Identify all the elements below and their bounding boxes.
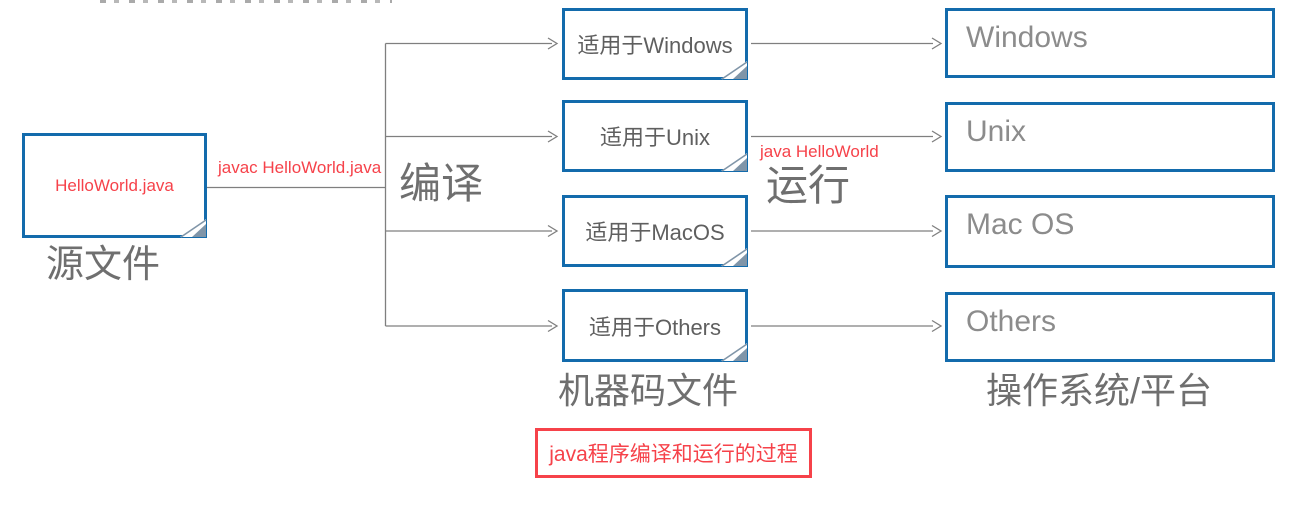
machine-code-node-windows: 适用于Windows: [562, 8, 748, 80]
machine-code-label: 适用于MacOS: [585, 220, 725, 245]
compile-command: javac HelloWorld.java: [218, 158, 382, 177]
platform-node-macos: Mac OS: [945, 195, 1275, 268]
source-file-node: HelloWorld.java: [22, 133, 207, 238]
folded-corner-icon: [721, 248, 748, 267]
platform-label: Mac OS: [966, 208, 1075, 241]
folded-corner-icon: [721, 343, 748, 362]
source-file-name: HelloWorld.java: [55, 175, 174, 195]
footer-note-box: java程序编译和运行的过程: [535, 428, 812, 478]
machine-code-node-unix: 适用于Unix: [562, 100, 748, 172]
run-label: 运行: [766, 162, 851, 209]
folded-corner-icon: [721, 61, 748, 80]
footer-note-text: java程序编译和运行的过程: [549, 443, 798, 466]
platform-label: Windows: [966, 21, 1088, 54]
platform-label: Unix: [966, 115, 1027, 148]
source-caption: 源文件: [46, 244, 161, 286]
machine-code-caption: 机器码文件: [558, 370, 739, 411]
platform-node-unix: Unix: [945, 102, 1275, 172]
machine-code-label: 适用于Windows: [577, 33, 733, 58]
machine-code-node-macos: 适用于MacOS: [562, 195, 748, 267]
compile-label: 编译: [399, 160, 484, 207]
machine-code-label: 适用于Others: [588, 314, 722, 340]
machine-code-node-others: 适用于Others: [562, 289, 748, 362]
folded-corner-icon: [721, 153, 748, 172]
platform-label: Others: [966, 305, 1057, 338]
clipped-heading-fragment: [100, 0, 392, 3]
platform-node-windows: Windows: [945, 8, 1275, 78]
platform-node-others: Others: [945, 292, 1275, 362]
run-command: java HelloWorld: [760, 142, 879, 161]
folded-corner-icon: [180, 219, 207, 238]
platforms-caption: 操作系统/平台: [986, 370, 1213, 411]
machine-code-label: 适用于Unix: [599, 125, 710, 150]
